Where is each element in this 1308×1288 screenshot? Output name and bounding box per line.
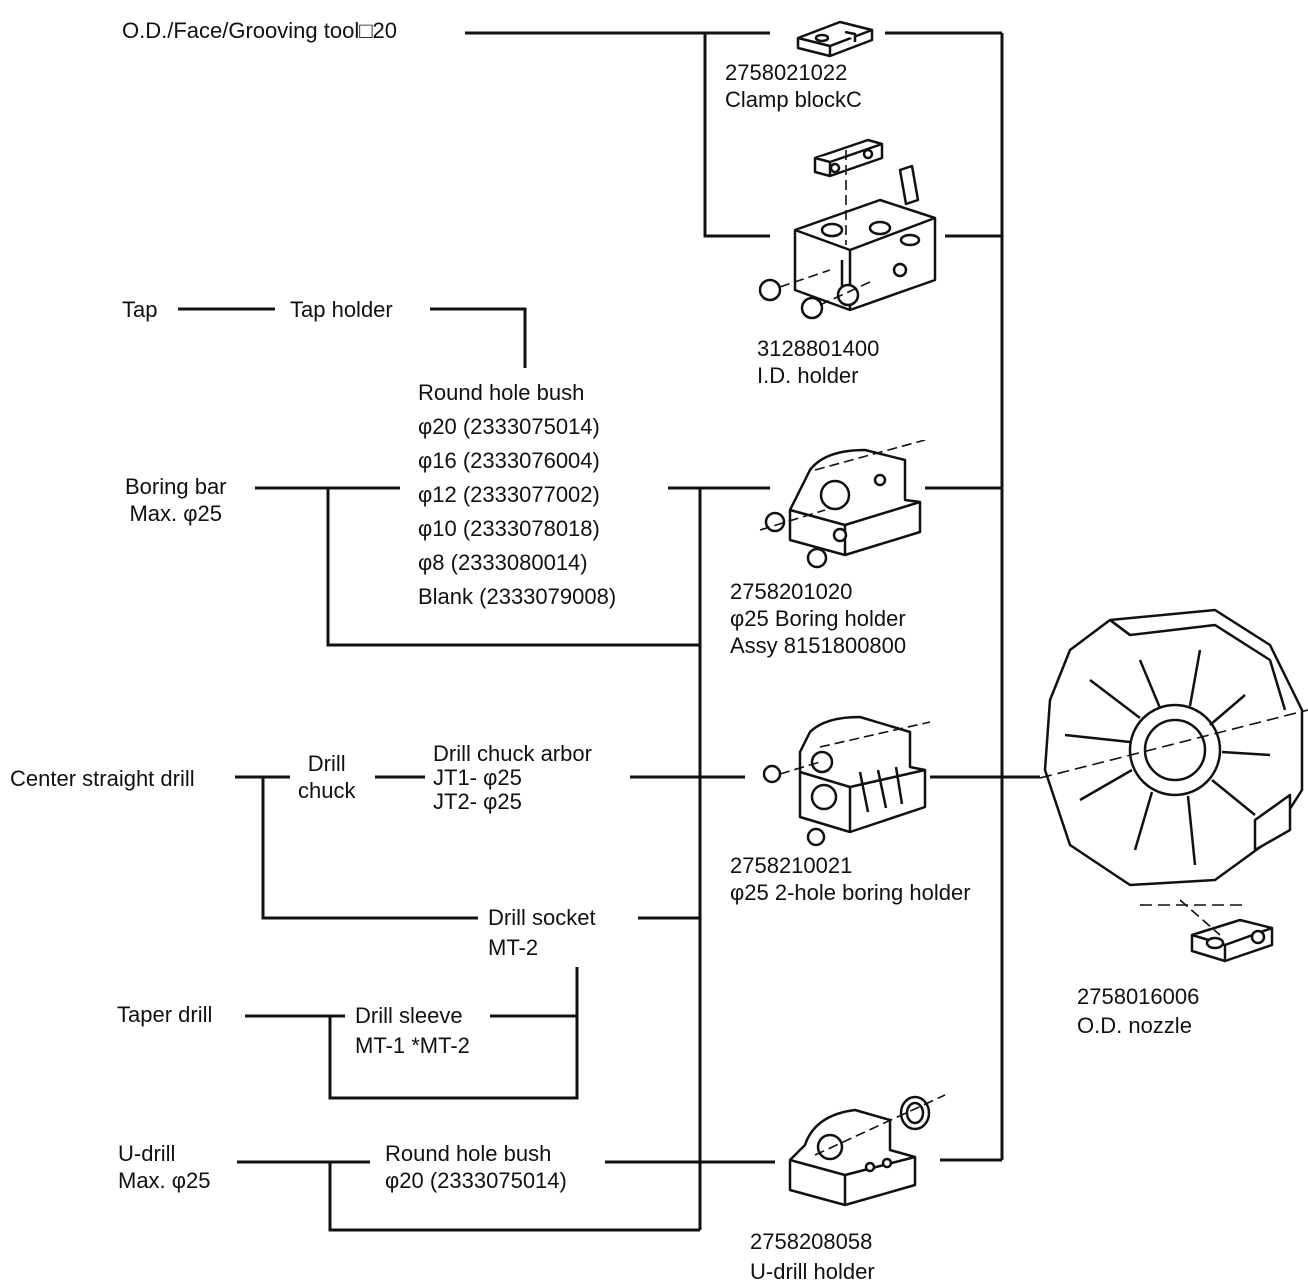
boring-holder-name: φ25 Boring holder bbox=[730, 606, 906, 631]
od-tool-branch bbox=[703, 33, 770, 238]
taper-drill-loop bbox=[328, 967, 579, 1100]
od-nozzle-label: 2758016006 O.D. nozzle bbox=[1077, 982, 1199, 1040]
boring-bar-max: Max. φ25 bbox=[129, 501, 223, 526]
arbor-jt1: JT1- φ25 bbox=[433, 765, 522, 790]
round-hole-bush-2-phi20: φ20 (2333075014) bbox=[385, 1168, 567, 1193]
two-hole-holder-part-number: 2758210021 bbox=[730, 853, 853, 878]
drill-sleeve-mt: MT-1 *MT-2 bbox=[355, 1033, 470, 1058]
bush-phi12: φ12 (2333077002) bbox=[418, 482, 600, 507]
bush-phi20: φ20 (2333075014) bbox=[418, 414, 600, 439]
two-hole-holder-label: 2758210021 φ25 2-hole boring holder bbox=[730, 852, 971, 906]
two-hole-holder-name: φ25 2-hole boring holder bbox=[730, 880, 971, 905]
round-hole-bush-title: Round hole bush bbox=[418, 380, 585, 405]
arbor-jt2: JT2- φ25 bbox=[433, 789, 522, 814]
boring-bar-title: Boring bar bbox=[125, 474, 227, 499]
boring-holder-assy: Assy 8151800800 bbox=[730, 633, 907, 658]
round-hole-bush-label: Round hole bush φ20 (2333075014) φ16 (23… bbox=[418, 376, 616, 614]
id-holder-icon bbox=[758, 138, 937, 320]
arbor-title: Drill chuck arbor bbox=[433, 741, 592, 766]
boring-holder-part-number: 2758201020 bbox=[730, 579, 853, 604]
clamp-block-name: Clamp blockC bbox=[725, 87, 862, 112]
id-holder-label: 3128801400 I.D. holder bbox=[757, 335, 879, 389]
bush-phi16: φ16 (2333076004) bbox=[418, 448, 600, 473]
id-holder-name: I.D. holder bbox=[757, 363, 859, 388]
taper-drill-label: Taper drill bbox=[117, 1002, 213, 1027]
drill-socket-mt: MT-2 bbox=[488, 935, 539, 960]
u-drill-label: U-drill Max. φ25 bbox=[118, 1140, 211, 1194]
tap-holder-line bbox=[430, 307, 527, 368]
bush-blank: Blank (2333079008) bbox=[418, 584, 617, 609]
od-tool-label: O.D./Face/Grooving tool□20 bbox=[122, 18, 397, 43]
boring-bar-label: Boring bar Max. φ25 bbox=[125, 473, 227, 527]
boring-holder-icon bbox=[759, 440, 926, 569]
clamp-block-label: 2758021022 Clamp blockC bbox=[725, 59, 862, 113]
drill-chuck-arbor-label: Drill chuck arbor JT1- φ25 JT2- φ25 bbox=[433, 742, 592, 814]
drill-sleeve-title: Drill sleeve bbox=[355, 1003, 463, 1028]
od-nozzle-name: O.D. nozzle bbox=[1077, 1013, 1192, 1038]
drill-chuck-label: Drill chuck bbox=[298, 750, 355, 804]
u-drill-max: Max. φ25 bbox=[118, 1168, 211, 1193]
u-drill-loop bbox=[328, 1162, 700, 1232]
u-drill-holder-label: 2758208058 U-drill holder bbox=[750, 1227, 875, 1287]
center-drill-label: Center straight drill bbox=[10, 766, 195, 791]
drill-socket-title: Drill socket bbox=[488, 905, 596, 930]
u-drill-holder-icon bbox=[788, 1094, 946, 1207]
u-drill-holder-name: U-drill holder bbox=[750, 1259, 875, 1284]
clamp-block-icon bbox=[796, 20, 874, 58]
boring-holder-label: 2758201020 φ25 Boring holder Assy 815180… bbox=[730, 578, 906, 659]
center-drill-loop bbox=[261, 777, 478, 920]
tap-label: Tap bbox=[122, 297, 158, 322]
drill-chuck-line1: Drill bbox=[307, 751, 346, 776]
drill-socket-label: Drill socket MT-2 bbox=[488, 903, 596, 963]
tap-holder-label: Tap holder bbox=[290, 297, 393, 322]
drill-sleeve-label: Drill sleeve MT-1 *MT-2 bbox=[355, 1001, 470, 1061]
two-hole-holder-icon bbox=[762, 715, 931, 847]
id-holder-part-number: 3128801400 bbox=[757, 336, 880, 361]
turret-icon bbox=[1040, 608, 1308, 906]
u-drill-holder-part-number: 2758208058 bbox=[750, 1229, 873, 1254]
bush-phi8: φ8 (2333080014) bbox=[418, 550, 588, 575]
od-nozzle-icon bbox=[1180, 899, 1274, 963]
round-hole-bush-2-label: Round hole bush φ20 (2333075014) bbox=[385, 1140, 567, 1194]
round-hole-bush-2-title: Round hole bush bbox=[385, 1141, 552, 1166]
u-drill-title: U-drill bbox=[118, 1141, 176, 1166]
boring-bar-loop bbox=[326, 488, 700, 647]
od-nozzle-part-number: 2758016006 bbox=[1077, 984, 1200, 1009]
bush-phi10: φ10 (2333078018) bbox=[418, 516, 600, 541]
clamp-block-part-number: 2758021022 bbox=[725, 60, 848, 85]
drill-chuck-line2: chuck bbox=[298, 778, 356, 803]
